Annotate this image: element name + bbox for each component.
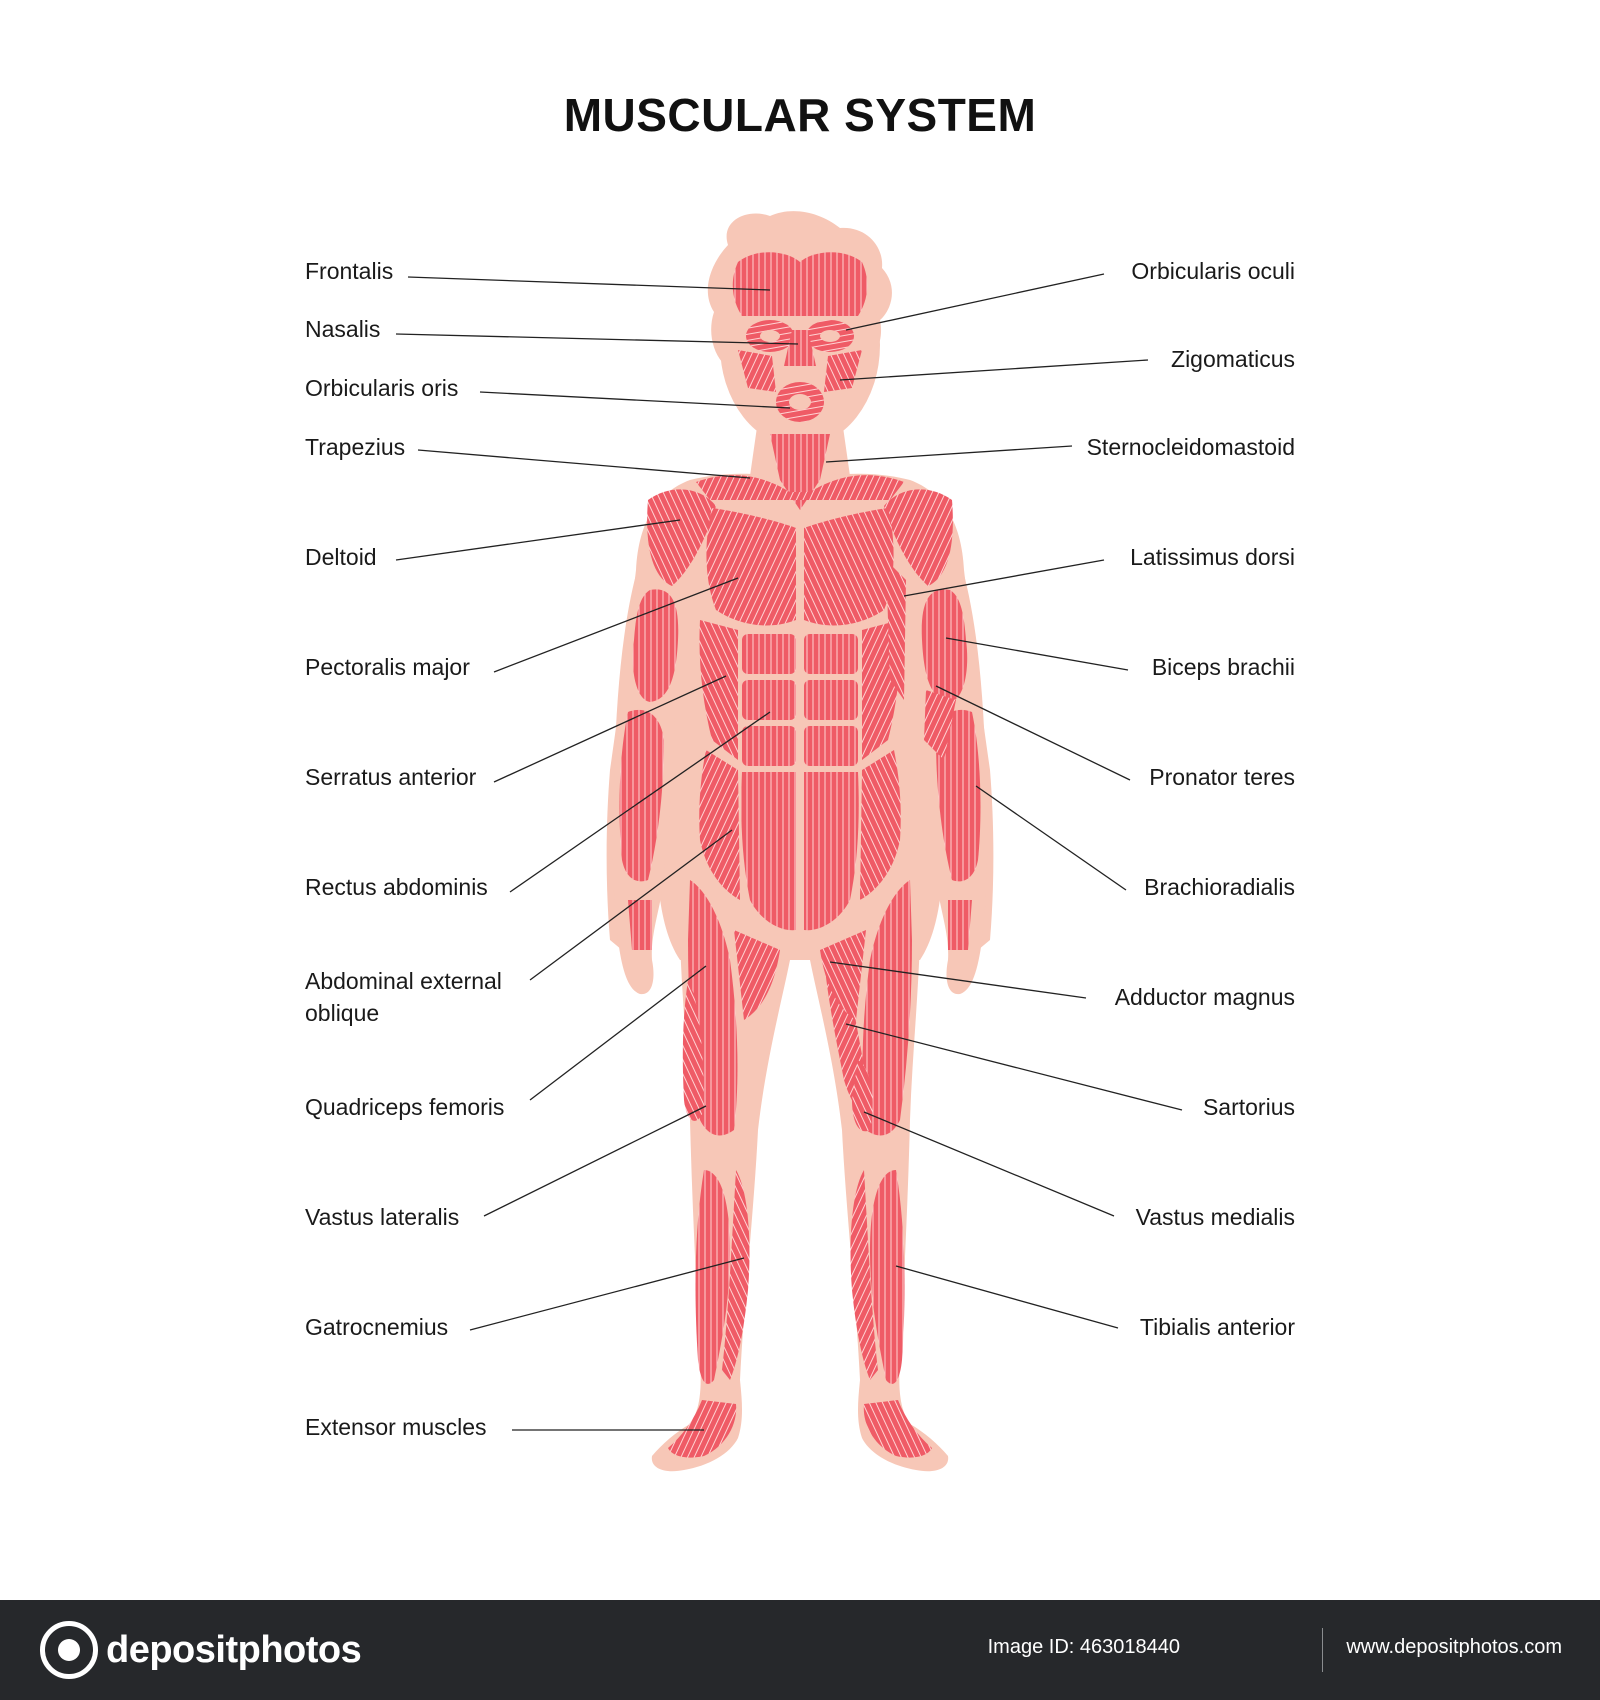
label-orbicularis-oris: Orbicularis oris bbox=[305, 375, 459, 401]
leader-sternocleidomastoid bbox=[825, 445, 1073, 463]
label-gatrocnemius: Gatrocnemius bbox=[305, 1314, 449, 1340]
label-serratus-anterior: Serratus anterior bbox=[305, 764, 477, 790]
quadriceps-femoris-right-muscle bbox=[862, 880, 912, 1136]
leader-lines bbox=[395, 273, 1183, 1431]
leader-latissimus-dorsi bbox=[903, 559, 1105, 597]
label-pectoralis-major: Pectoralis major bbox=[305, 654, 470, 680]
leader-orbicularis-oris bbox=[479, 391, 791, 409]
nasalis-muscle bbox=[784, 330, 816, 366]
left-hand-muscle bbox=[628, 900, 652, 950]
muscle-layer bbox=[619, 252, 981, 1458]
pronator-teres-right-muscle bbox=[924, 690, 956, 760]
label-vastus-medialis: Vastus medialis bbox=[1135, 1204, 1295, 1230]
label-oblique: oblique bbox=[305, 1000, 380, 1026]
leader-tibialis-anterior bbox=[895, 1265, 1119, 1329]
watermark-footer: depositphotos Image ID: 463018440 www.de… bbox=[0, 1600, 1600, 1700]
leader-nasalis bbox=[395, 333, 799, 345]
leader-rectus-abdominis bbox=[509, 711, 771, 893]
label-frontalis: Frontalis bbox=[305, 258, 394, 284]
leader-trapezius bbox=[417, 449, 751, 479]
label-quadriceps-femoris: Quadriceps femoris bbox=[305, 1094, 505, 1120]
label-orbicularis-oculi: Orbicularis oculi bbox=[1131, 258, 1295, 284]
leader-sartorius bbox=[845, 1023, 1183, 1111]
abdominal-external-oblique-right-muscle bbox=[860, 750, 901, 900]
extensor-muscles-right-foot bbox=[863, 1400, 932, 1458]
camera-aperture-icon bbox=[40, 1621, 98, 1679]
latissimus-dorsi-right-muscle bbox=[886, 560, 906, 700]
biceps-brachii-left-muscle bbox=[632, 589, 679, 702]
gatrocnemius-left-muscle bbox=[695, 1170, 730, 1384]
leader-biceps-brachii bbox=[945, 637, 1129, 671]
label-tibialis-anterior: Tibialis anterior bbox=[1139, 1314, 1295, 1340]
pectoralis-major-right-muscle bbox=[804, 508, 894, 626]
label-biceps-brachii: Biceps brachii bbox=[1151, 654, 1295, 680]
serratus-anterior-left-muscle bbox=[699, 620, 738, 760]
zigomaticus-right-muscle bbox=[824, 350, 862, 392]
leader-brachioradialis bbox=[975, 785, 1127, 891]
label-vastus-lateralis: Vastus lateralis bbox=[305, 1204, 460, 1230]
adductor-magnus-left-muscle bbox=[734, 930, 780, 1020]
leader-orbicularis-oculi bbox=[845, 273, 1105, 331]
leader-pectoralis-major bbox=[493, 577, 739, 673]
label-latissimus-dorsi: Latissimus dorsi bbox=[1130, 544, 1295, 570]
label-rectus-abdominis: Rectus abdominis bbox=[305, 874, 488, 900]
label-extensor-muscles: Extensor muscles bbox=[305, 1414, 487, 1440]
biceps-brachii-right-muscle bbox=[921, 589, 968, 702]
site-url: www.depositphotos.com bbox=[1346, 1636, 1562, 1658]
abdominal-external-oblique-left-muscle bbox=[699, 750, 740, 900]
right-hand-muscle bbox=[948, 900, 972, 950]
leader-quadriceps-femoris bbox=[529, 965, 707, 1101]
label-adductor-magnus: Adductor magnus bbox=[1114, 984, 1295, 1010]
label-pronator-teres: Pronator teres bbox=[1149, 764, 1295, 790]
leader-frontalis bbox=[407, 276, 771, 291]
footer-divider bbox=[1322, 1628, 1323, 1672]
deltoid-left-muscle bbox=[647, 489, 716, 586]
leader-vastus-medialis bbox=[863, 1111, 1115, 1217]
depositphotos-logo: depositphotos bbox=[40, 1620, 362, 1680]
label-sternocleidomastoid: Sternocleidomastoid bbox=[1086, 434, 1295, 460]
label-abdominal-external: Abdominal external bbox=[305, 968, 502, 994]
label-zigomaticus: Zigomaticus bbox=[1171, 346, 1295, 372]
rectus-abdominis-muscle bbox=[741, 634, 859, 931]
leader-vastus-lateralis bbox=[483, 1105, 707, 1217]
page-title: MUSCULAR SYSTEM bbox=[563, 89, 1037, 141]
brachioradialis-left-muscle bbox=[619, 709, 664, 882]
label-deltoid: Deltoid bbox=[305, 544, 377, 570]
leader-gatrocnemius bbox=[469, 1257, 745, 1331]
leader-deltoid bbox=[395, 519, 681, 561]
label-sartorius: Sartorius bbox=[1202, 1094, 1295, 1120]
label-trapezius: Trapezius bbox=[305, 434, 406, 460]
extensor-left-muscle bbox=[722, 1170, 750, 1380]
frontalis-muscle bbox=[732, 252, 868, 316]
pectoralis-major-left-muscle bbox=[706, 508, 796, 626]
zigomaticus-left-muscle bbox=[738, 350, 776, 392]
leader-zigomaticus bbox=[839, 359, 1149, 381]
tibialis-anterior-right-muscle bbox=[870, 1170, 905, 1384]
leader-serratus-anterior bbox=[493, 675, 727, 783]
brachioradialis-right-muscle bbox=[936, 709, 981, 882]
label-nasalis: Nasalis bbox=[305, 316, 381, 342]
label-brachioradialis: Brachioradialis bbox=[1144, 874, 1295, 900]
leader-pronator-teres bbox=[935, 685, 1131, 781]
sternocleidomastoid-muscle bbox=[770, 434, 830, 510]
deltoid-right-muscle bbox=[884, 489, 953, 586]
extensor-muscles-left-foot bbox=[668, 1400, 737, 1458]
right-calf-muscle bbox=[850, 1170, 878, 1380]
logo-text: depositphotos bbox=[106, 1628, 362, 1671]
adductor-magnus-right-muscle bbox=[820, 930, 866, 1020]
image-id: Image ID: 463018440 bbox=[987, 1636, 1180, 1658]
trapezius-muscle bbox=[696, 475, 904, 500]
vastus-lateralis-left-muscle bbox=[682, 980, 704, 1121]
leader-adductor-magnus bbox=[829, 961, 1087, 999]
leader-abdominal-external-oblique bbox=[529, 829, 733, 981]
